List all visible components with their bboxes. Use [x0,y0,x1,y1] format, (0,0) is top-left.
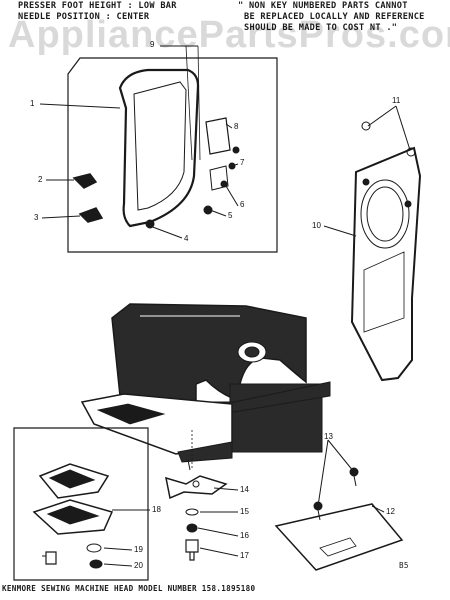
callout-14: 14 [240,485,249,494]
watermark-text: AppliancePartsPros.com [8,14,450,56]
callout-17: 17 [240,551,249,560]
callout-5: 5 [228,211,233,220]
presser-foot-note: PRESSER FOOT HEIGHT : LOW BAR [18,1,177,11]
callout-11: 11 [392,96,401,105]
needle-position-note: NEEDLE POSITION : CENTER [18,12,150,22]
callout-4: 4 [184,234,189,243]
lower-left-box [13,427,149,581]
callout-18: 18 [152,505,161,514]
callout-9: 9 [150,40,155,49]
callout-7: 7 [240,158,245,167]
callout-16: 16 [240,531,249,540]
callout-6: 6 [240,200,245,209]
callout-2: 2 [38,175,43,184]
parts-note-line-1: " NON KEY NUMBERED PARTS CANNOT [238,1,408,11]
callout-3: 3 [34,213,39,222]
side-plate-part [350,146,422,382]
callout-13: 13 [324,432,333,441]
model-number-caption: KENMORE SEWING MACHINE HEAD MODEL NUMBER… [2,584,256,593]
upper-assembly-box [67,57,278,253]
machine-base [80,393,233,455]
callout-1: 1 [30,99,35,108]
needle-plate-part [274,503,404,571]
parts-note-line-2: BE REPLACED LOCALLY AND REFERENCE [244,12,425,22]
parts-note-line-3: SHOULD BE MADE TO COST NT ." [244,23,398,33]
callout-8: 8 [234,122,239,131]
callout-10: 10 [312,221,321,230]
page-code: B5 [399,561,409,570]
front-cover-part [118,68,200,228]
callout-15: 15 [240,507,249,516]
callout-20: 20 [134,561,143,570]
callout-12: 12 [386,507,395,516]
callout-19: 19 [134,545,143,554]
